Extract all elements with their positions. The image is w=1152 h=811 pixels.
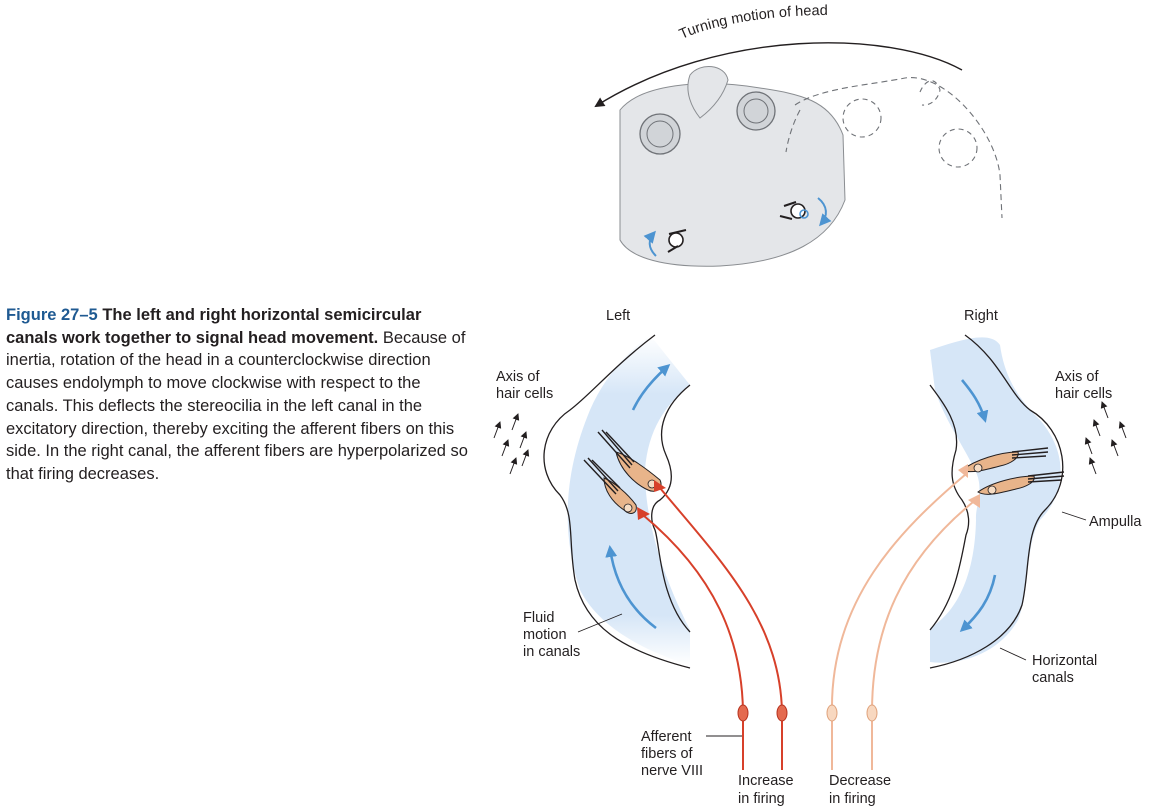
- ampulla-leader: [1061, 511, 1087, 521]
- right-flow-arrow-top: [961, 379, 989, 423]
- right-afferent-fiber-2: [871, 497, 979, 713]
- afferent-fibers-label: Afferent fibers of nerve VIII: [641, 729, 703, 779]
- figure-caption: Figure 27–5 The left and right horizonta…: [6, 304, 468, 486]
- cell-body-excited-2: [776, 704, 788, 722]
- left-inner-ear-icon: [643, 229, 687, 257]
- right-hair-cell-upper: [961, 447, 1049, 473]
- right-eye: [736, 91, 776, 131]
- left-eye: [639, 113, 681, 155]
- right-axis-arrows: [1084, 401, 1127, 475]
- left-afferent-fiber-1: [659, 487, 783, 713]
- left-afferent-fiber-2: [642, 514, 744, 713]
- horizontal-canals-leader: [999, 647, 1027, 661]
- turning-motion-arrow: [594, 42, 963, 108]
- head-outline: [619, 83, 846, 267]
- cell-body-excited-1: [737, 704, 749, 722]
- right-canal: [830, 334, 1065, 713]
- fluid-motion-label: Fluid motion in canals: [523, 610, 580, 660]
- left-canal-outer-wall: [543, 334, 691, 669]
- horizontal-canals-label: Horizontal canals: [1032, 653, 1101, 686]
- figure-body: Because of inertia, rotation of the head…: [6, 328, 468, 483]
- axis-left-label: Axis of hair cells: [496, 369, 553, 402]
- left-flow-arrow-top: [631, 364, 671, 411]
- nose: [687, 66, 729, 119]
- right-inner-ear-icon: [779, 197, 832, 227]
- right-canal-inner-wall: [929, 384, 970, 631]
- left-label: Left: [606, 308, 630, 324]
- left-canal: [543, 334, 783, 713]
- left-canal-inner-wall: [651, 384, 691, 633]
- cell-body-inhibited-2: [866, 704, 878, 722]
- left-axis-arrows: [493, 413, 530, 475]
- ampulla-label: Ampulla: [1089, 514, 1142, 530]
- decrease-label: Decrease in firing: [829, 773, 895, 807]
- figure-number: Figure 27–5: [6, 306, 98, 324]
- figure-title: The left and right horizontal semi­circu…: [6, 306, 422, 347]
- turning-motion-label: Turning motion of head: [677, 3, 828, 43]
- cell-body-inhibited-1: [826, 704, 838, 722]
- right-label: Right: [964, 308, 998, 324]
- right-hair-cell-lower: [977, 471, 1065, 495]
- left-hair-cell-lower: [583, 457, 637, 514]
- right-flow-arrow-bottom: [959, 574, 997, 633]
- right-afferent-fiber-1: [830, 473, 967, 713]
- axis-right-label: Axis of hair cells: [1055, 369, 1112, 402]
- head-top-view: [619, 66, 1003, 267]
- fluid-motion-leader: [577, 613, 623, 633]
- left-flow-arrow-bottom: [605, 545, 657, 630]
- nerve-fibers-lower: [737, 704, 878, 770]
- increase-label: Increase in firing: [738, 773, 798, 807]
- right-canal-outer-wall: [929, 334, 1064, 669]
